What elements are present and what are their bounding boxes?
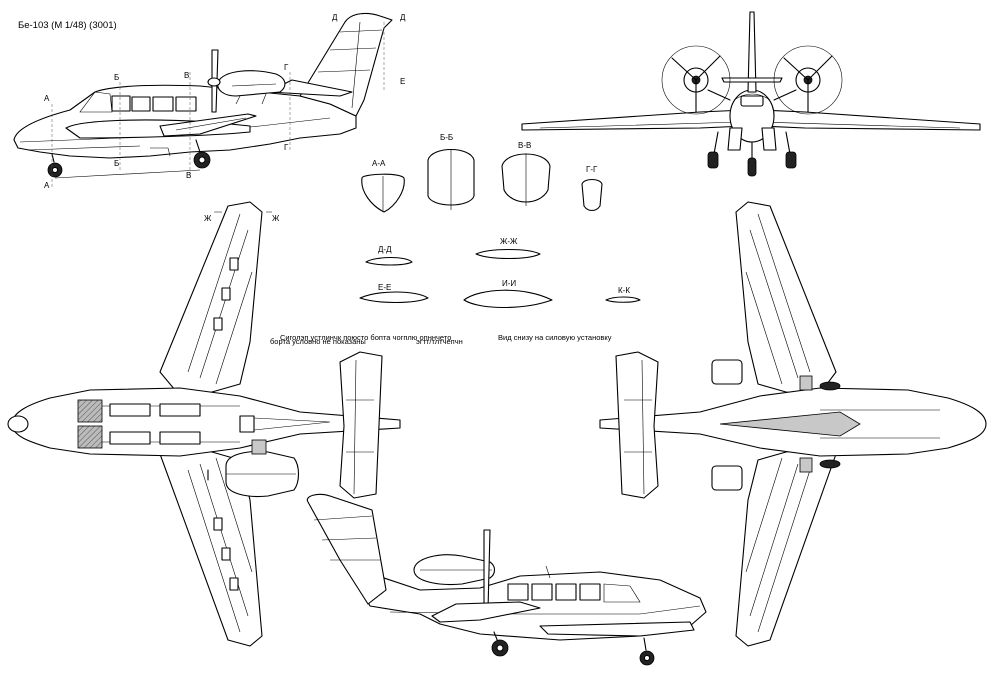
mark-v-bottom: В <box>186 171 191 180</box>
label-section-ee: Е-Е <box>378 283 391 292</box>
mark-g-top: Г <box>284 63 289 72</box>
label-section-kk: К-К <box>618 286 630 295</box>
label-section-bb: Б-Б <box>440 133 453 142</box>
note-top-view-3: эгтт/тлтчепчн <box>416 337 463 346</box>
front-engine-left <box>661 45 731 115</box>
mark-a-bottom: А <box>44 181 50 190</box>
mark-d-right: Д <box>400 13 406 22</box>
mark-d-left: Д <box>332 13 338 22</box>
mark-zh-right: Ж <box>272 214 280 223</box>
side-view-upper: А А Б Б В В Г Г Д Д Е <box>13 12 406 190</box>
note-top-view-1: Сиголэп устлинчк поюсто бопта чогплю опн… <box>280 333 451 342</box>
bottom-view <box>599 201 987 647</box>
mark-a-top: А <box>44 94 50 103</box>
drawing-title: Бе-103 (М 1/48) (3001) <box>18 20 117 31</box>
front-view <box>521 11 981 177</box>
mark-g-bottom: Г <box>284 143 289 152</box>
front-engine-right <box>773 45 843 115</box>
mark-e: Е <box>400 77 405 86</box>
mark-b-top: Б <box>114 73 119 82</box>
mark-b-bottom: Б <box>114 159 119 168</box>
mark-zh-left: Ж <box>204 214 212 223</box>
sections: А-А Б-Б В-В Г-Г Д-Д Ж-Ж Е-Е И-И К-К <box>359 133 641 309</box>
top-view: Ж Ж <box>7 201 401 647</box>
label-section-aa: А-А <box>372 159 386 168</box>
side-view-lower <box>306 493 707 666</box>
label-section-vv: В-В <box>518 141 531 150</box>
label-section-zhzh: Ж-Ж <box>500 237 518 246</box>
label-section-dd: Д-Д <box>378 245 392 254</box>
note-top-view-2: борта условно не показаны <box>270 337 366 346</box>
label-section-gg: Г-Г <box>586 165 598 174</box>
note-bottom-view: Вид снизу на силовую установку <box>498 333 612 342</box>
mark-v-top: В <box>184 71 189 80</box>
label-section-ii: И-И <box>502 279 516 288</box>
